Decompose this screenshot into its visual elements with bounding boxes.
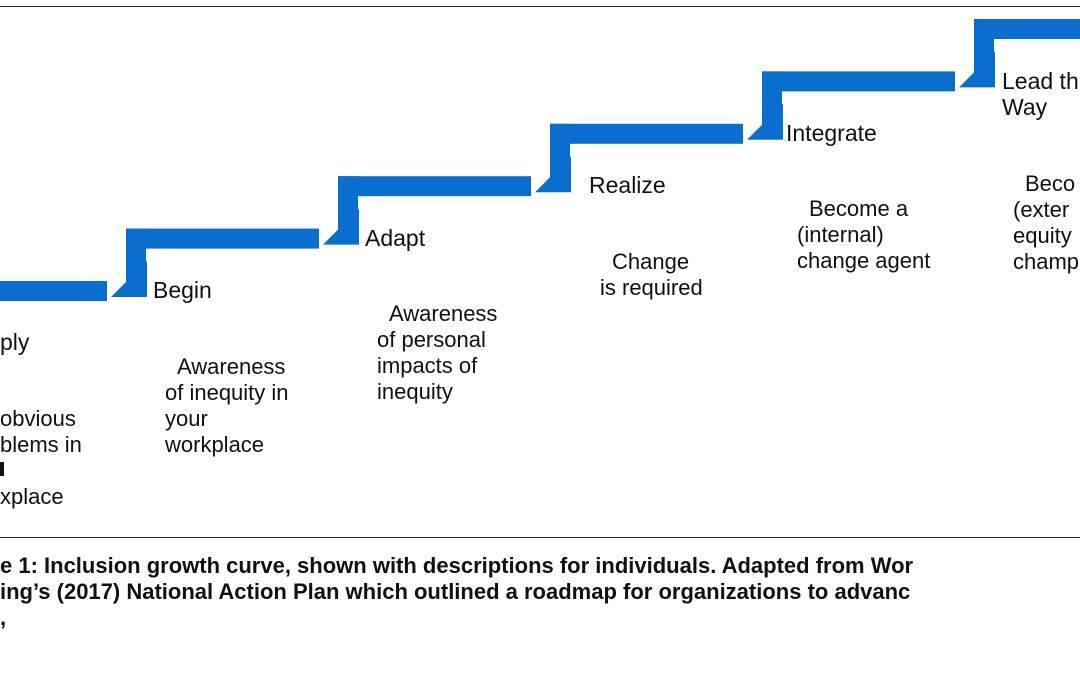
description-line: Beco bbox=[1025, 171, 1076, 196]
description-line: Awareness bbox=[177, 354, 286, 379]
title-line: Lead th bbox=[1002, 68, 1079, 94]
step-horizontal-bar bbox=[126, 228, 319, 249]
description-line: change agent bbox=[797, 248, 931, 273]
stage-title-begin: Begin bbox=[153, 277, 212, 303]
stage-description-lead-the-way: Beco (exter equity champ bbox=[1013, 171, 1079, 275]
description-line: Awareness bbox=[389, 301, 498, 326]
figure-caption: e 1: Inclusion growth curve, shown with … bbox=[0, 553, 1080, 631]
step-bracket bbox=[550, 103, 783, 188]
caption-line: ing’s (2017) National Action Plan which … bbox=[0, 579, 911, 604]
step-vertical-post bbox=[974, 19, 994, 83]
description-line: blems in bbox=[0, 432, 82, 457]
inclusion-growth-curve-diagram bbox=[0, 19, 1080, 301]
description-line: inequity bbox=[377, 379, 453, 404]
step-vertical-post bbox=[762, 71, 782, 136]
description-line: of inequity in bbox=[165, 380, 289, 405]
stage-description-begin: Awareness of inequity in your workplace bbox=[165, 354, 289, 458]
step-horizontal-bar bbox=[550, 123, 743, 144]
description-line: of personal bbox=[377, 327, 486, 352]
stage-title-lead-the-way: Lead th Way bbox=[1002, 68, 1079, 120]
top-rule bbox=[0, 6, 1080, 7]
description-line: your bbox=[165, 406, 208, 431]
stage-description-apply: obvious blems in xplace bbox=[0, 406, 82, 510]
description-line: equity bbox=[1013, 223, 1072, 248]
bottom-rule bbox=[0, 537, 1080, 538]
step-vertical-post bbox=[338, 176, 358, 241]
step-horizontal-bar bbox=[974, 19, 1080, 39]
description-line: obvious bbox=[0, 406, 76, 431]
stage-title-adapt: Adapt bbox=[365, 225, 426, 251]
step-bracket bbox=[974, 19, 1080, 83]
step-vertical-post bbox=[550, 123, 570, 188]
description-line: (internal) bbox=[797, 222, 884, 247]
description-line: workplace bbox=[165, 432, 265, 457]
step-vertical-post bbox=[126, 228, 146, 293]
description-line: Become a bbox=[809, 196, 909, 221]
stage-title-apply: ply bbox=[0, 329, 30, 355]
description-line: champ bbox=[1013, 249, 1080, 274]
stage-title-realize: Realize bbox=[589, 172, 666, 198]
description-line: xplace bbox=[0, 484, 64, 509]
step-horizontal-bar bbox=[762, 71, 955, 92]
stage-title-integrate: Integrate bbox=[786, 120, 877, 146]
stage-description-integrate: Become a (internal) change agent bbox=[797, 196, 930, 274]
caption-line: e 1: Inclusion growth curve, shown with … bbox=[0, 553, 914, 578]
stage-description-realize: Change is required bbox=[600, 249, 703, 301]
caption-line: , bbox=[0, 605, 7, 630]
description-line: impacts of bbox=[377, 353, 478, 378]
step-bracket bbox=[126, 208, 359, 293]
step-horizontal-bar bbox=[0, 281, 107, 301]
step-horizontal-bar bbox=[338, 176, 531, 197]
description-line: Change bbox=[612, 249, 690, 274]
stage-description-adapt: Awareness of personal impacts of inequit… bbox=[377, 301, 497, 405]
description-line: (exter bbox=[1013, 197, 1070, 222]
description-line bbox=[0, 458, 82, 484]
title-line: Way bbox=[1002, 94, 1048, 120]
description-line: is required bbox=[600, 275, 703, 300]
